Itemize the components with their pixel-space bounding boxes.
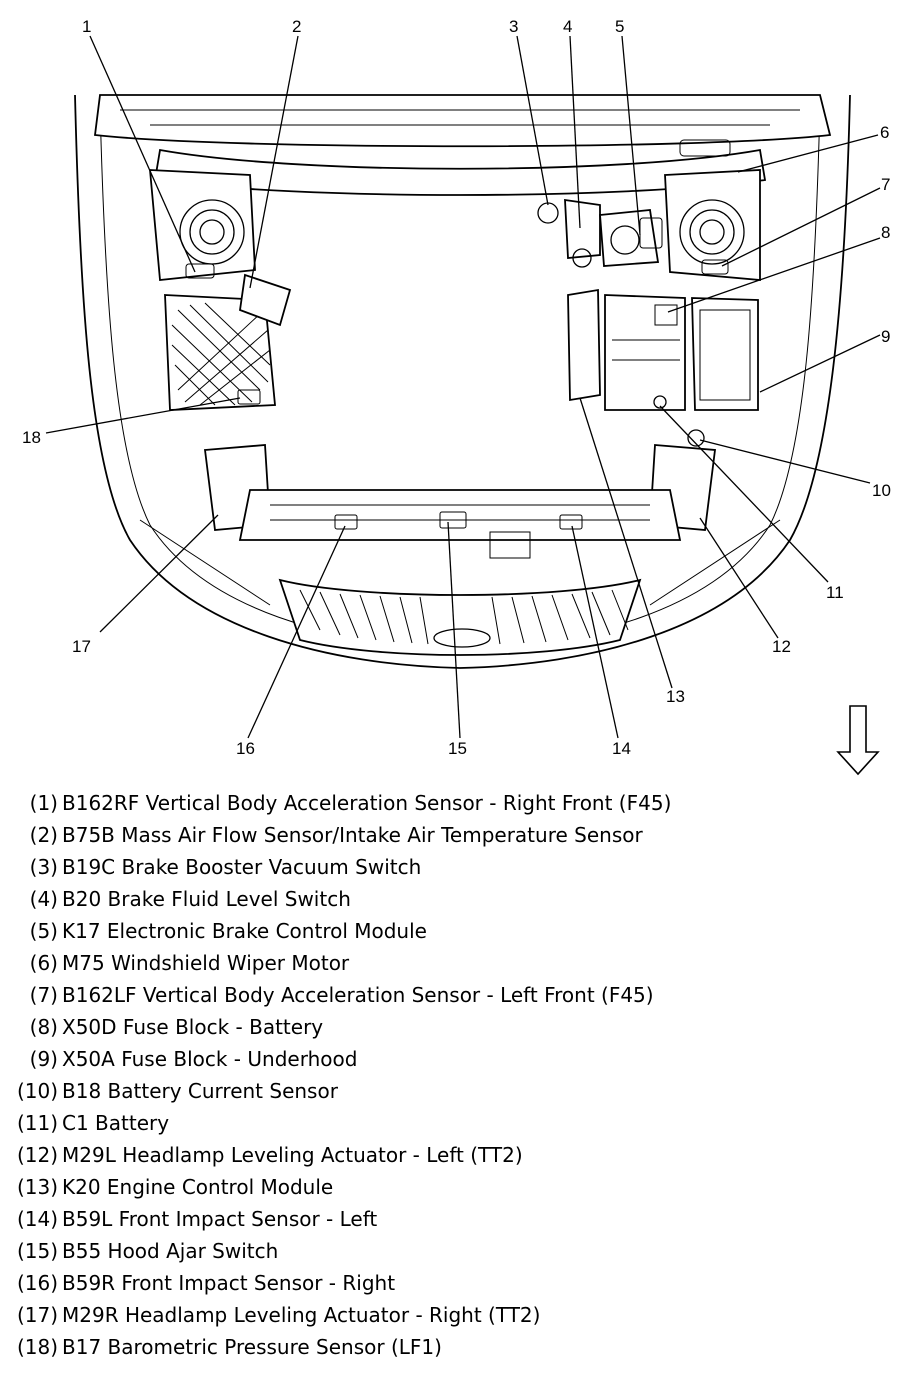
callout-5: 5 bbox=[615, 17, 624, 36]
leader-14 bbox=[571, 525, 619, 739]
callout-14: 14 bbox=[612, 739, 631, 758]
legend-item: (4)B20 Brake Fluid Level Switch bbox=[29, 887, 351, 911]
legend-item: (9)X50A Fuse Block - Underhood bbox=[29, 1047, 358, 1071]
legend-item: (16)B59R Front Impact Sensor - Right bbox=[16, 1271, 396, 1295]
leader-17 bbox=[99, 514, 219, 633]
legend-item: (6)M75 Windshield Wiper Motor bbox=[29, 951, 350, 975]
arrow-down-icon bbox=[836, 705, 880, 776]
leader-8 bbox=[667, 237, 881, 313]
callout-18: 18 bbox=[22, 428, 41, 447]
legend-item: (1)B162RF Vertical Body Acceleration Sen… bbox=[29, 791, 672, 815]
callout-15: 15 bbox=[448, 739, 467, 758]
legend-item: (5)K17 Electronic Brake Control Module bbox=[29, 919, 427, 943]
callout-2: 2 bbox=[292, 17, 301, 36]
callout-13: 13 bbox=[666, 687, 685, 706]
leader-7 bbox=[721, 187, 881, 267]
callout-16: 16 bbox=[236, 739, 255, 758]
legend-item: (14)B59L Front Impact Sensor - Left bbox=[16, 1207, 378, 1231]
leader-lines bbox=[45, 35, 881, 739]
legend-item: (3)B19C Brake Booster Vacuum Switch bbox=[29, 855, 422, 879]
legend-item: (17)M29R Headlamp Leveling Actuator - Ri… bbox=[16, 1303, 541, 1327]
callout-4: 4 bbox=[563, 17, 572, 36]
engine-compartment-diagram: 1 2 3 4 5 6 7 8 9 10 11 12 13 14 15 16 1… bbox=[22, 17, 891, 776]
leader-13 bbox=[579, 397, 673, 689]
legend-item: (18)B17 Barometric Pressure Sensor (LF1) bbox=[16, 1335, 442, 1359]
legend-item: (15)B55 Hood Ajar Switch bbox=[16, 1239, 279, 1263]
strut-tower-right bbox=[149, 169, 256, 281]
front-end-structure bbox=[139, 444, 781, 656]
callout-7: 7 bbox=[881, 175, 890, 194]
leader-6 bbox=[737, 134, 879, 173]
strut-tower-left bbox=[664, 169, 761, 281]
leader-9 bbox=[759, 334, 881, 393]
legend-item: (13)K20 Engine Control Module bbox=[16, 1175, 334, 1199]
air-cleaner-box bbox=[164, 273, 292, 411]
leader-2 bbox=[249, 35, 299, 289]
callout-6: 6 bbox=[880, 123, 889, 142]
legend-item: (10)B18 Battery Current Sensor bbox=[16, 1079, 338, 1103]
callout-8: 8 bbox=[881, 223, 890, 242]
callout-17: 17 bbox=[72, 637, 91, 656]
legend-item: (8)X50D Fuse Block - Battery bbox=[29, 1015, 324, 1039]
callout-12: 12 bbox=[772, 637, 791, 656]
callout-10: 10 bbox=[872, 481, 891, 500]
callout-1: 1 bbox=[82, 17, 91, 36]
leader-18 bbox=[45, 397, 241, 434]
legend-item: (12)M29L Headlamp Leveling Actuator - Le… bbox=[16, 1143, 523, 1167]
leader-4 bbox=[569, 35, 581, 229]
legend-item: (11)C1 Battery bbox=[16, 1111, 170, 1135]
legend-item: (2)B75B Mass Air Flow Sensor/Intake Air … bbox=[29, 823, 643, 847]
callout-labels: 1 2 3 4 5 6 7 8 9 10 11 12 13 14 15 16 1… bbox=[22, 17, 891, 758]
leader-1 bbox=[89, 35, 196, 273]
leader-11 bbox=[659, 405, 829, 583]
leader-12 bbox=[699, 517, 779, 639]
battery-fuse-area bbox=[567, 288, 759, 447]
leader-10 bbox=[699, 439, 871, 484]
legend-item: (7)B162LF Vertical Body Acceleration Sen… bbox=[29, 983, 654, 1007]
brake-module-cluster bbox=[537, 198, 663, 268]
callout-11: 11 bbox=[826, 583, 844, 602]
leader-16 bbox=[247, 525, 346, 739]
leader-15 bbox=[447, 521, 461, 739]
leader-5 bbox=[621, 35, 641, 236]
callout-9: 9 bbox=[881, 327, 890, 346]
leader-3 bbox=[516, 35, 549, 206]
callout-3: 3 bbox=[509, 17, 518, 36]
